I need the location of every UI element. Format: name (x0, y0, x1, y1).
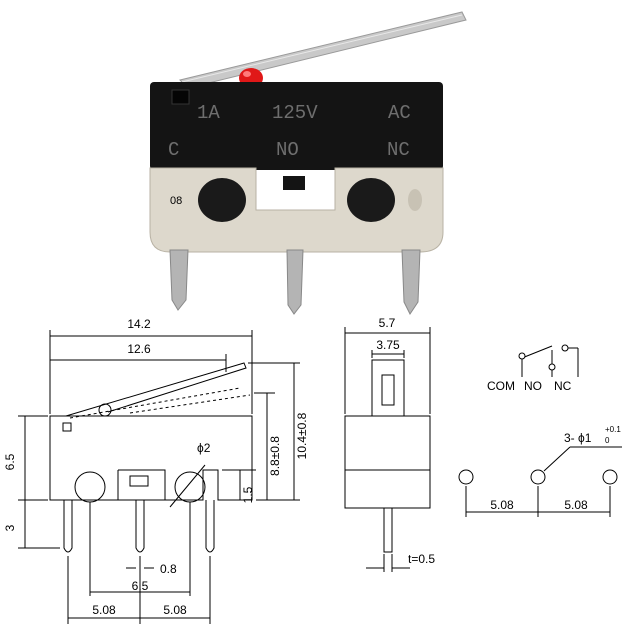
dim-pin-length: 3 (3, 524, 17, 531)
side-terminal (383, 507, 393, 553)
side-actuator (371, 359, 405, 417)
dim-actuator-width: 3.75 (376, 338, 400, 352)
dim-lever-height: 10.4±0.8 (295, 412, 309, 459)
dim-hole-diameter: ϕ2 (197, 441, 211, 455)
dim-body-height: 6.5 (3, 453, 17, 470)
pcb-layout (458, 446, 622, 517)
pcb-tolerance-lower: 0 (605, 436, 610, 445)
terminal-com (169, 249, 189, 311)
front-hole-right (174, 471, 206, 503)
actuator-lever (179, 11, 467, 89)
marking-nc: NC (387, 139, 410, 161)
terminal-nc (401, 249, 421, 315)
switch-photo: 1A 125V AC C NO NC 08 (149, 11, 467, 315)
schematic-com: COM (487, 379, 515, 393)
schematic-nc: NC (554, 379, 572, 393)
pcb-hole-callout: 3- ϕ1 (564, 431, 592, 445)
dim-pin-width: 0.8 (160, 562, 177, 576)
dim-terminal-thickness: t=0.5 (408, 552, 435, 566)
mounting-hole-right (347, 178, 395, 222)
dim-side-width: 5.7 (379, 316, 396, 330)
dim-lever-length: 12.6 (127, 342, 151, 356)
mold-mark: 08 (170, 195, 182, 207)
dim-pitch-left: 5.08 (92, 603, 116, 617)
pcb-pitch-right: 5.08 (564, 498, 588, 512)
rating-voltage: 125V (272, 102, 318, 124)
switch-schematic (518, 344, 579, 377)
marking-no: NO (276, 139, 299, 161)
pcb-pitch-left: 5.08 (490, 498, 514, 512)
side-view-drawing (344, 327, 431, 572)
mounting-hole-left (198, 178, 246, 222)
schematic-no: NO (524, 379, 542, 393)
dim-actuator-height: 8.8±0.8 (268, 436, 282, 476)
terminal-no (286, 249, 304, 315)
pcb-tolerance-upper: +0.1 (605, 425, 621, 434)
pcb-hole-1 (458, 469, 474, 485)
rating-current: 1A (197, 102, 220, 124)
dim-overall-length: 14.2 (127, 317, 151, 331)
dim-hole-offset: 1.5 (241, 486, 255, 503)
front-view-drawing (18, 330, 300, 624)
pcb-hole-3 (602, 469, 618, 485)
marking-c: C (168, 139, 179, 161)
dim-pitch-right: 5.08 (163, 603, 187, 617)
front-hole-left (74, 471, 106, 503)
dim-hole-spacing: 6.5 (132, 579, 149, 593)
side-body-outline (344, 415, 431, 509)
pcb-hole-2 (530, 469, 546, 485)
rating-ac: AC (388, 102, 411, 124)
switch-body (150, 82, 443, 170)
front-body-outline (49, 415, 253, 501)
front-lever (65, 362, 247, 417)
